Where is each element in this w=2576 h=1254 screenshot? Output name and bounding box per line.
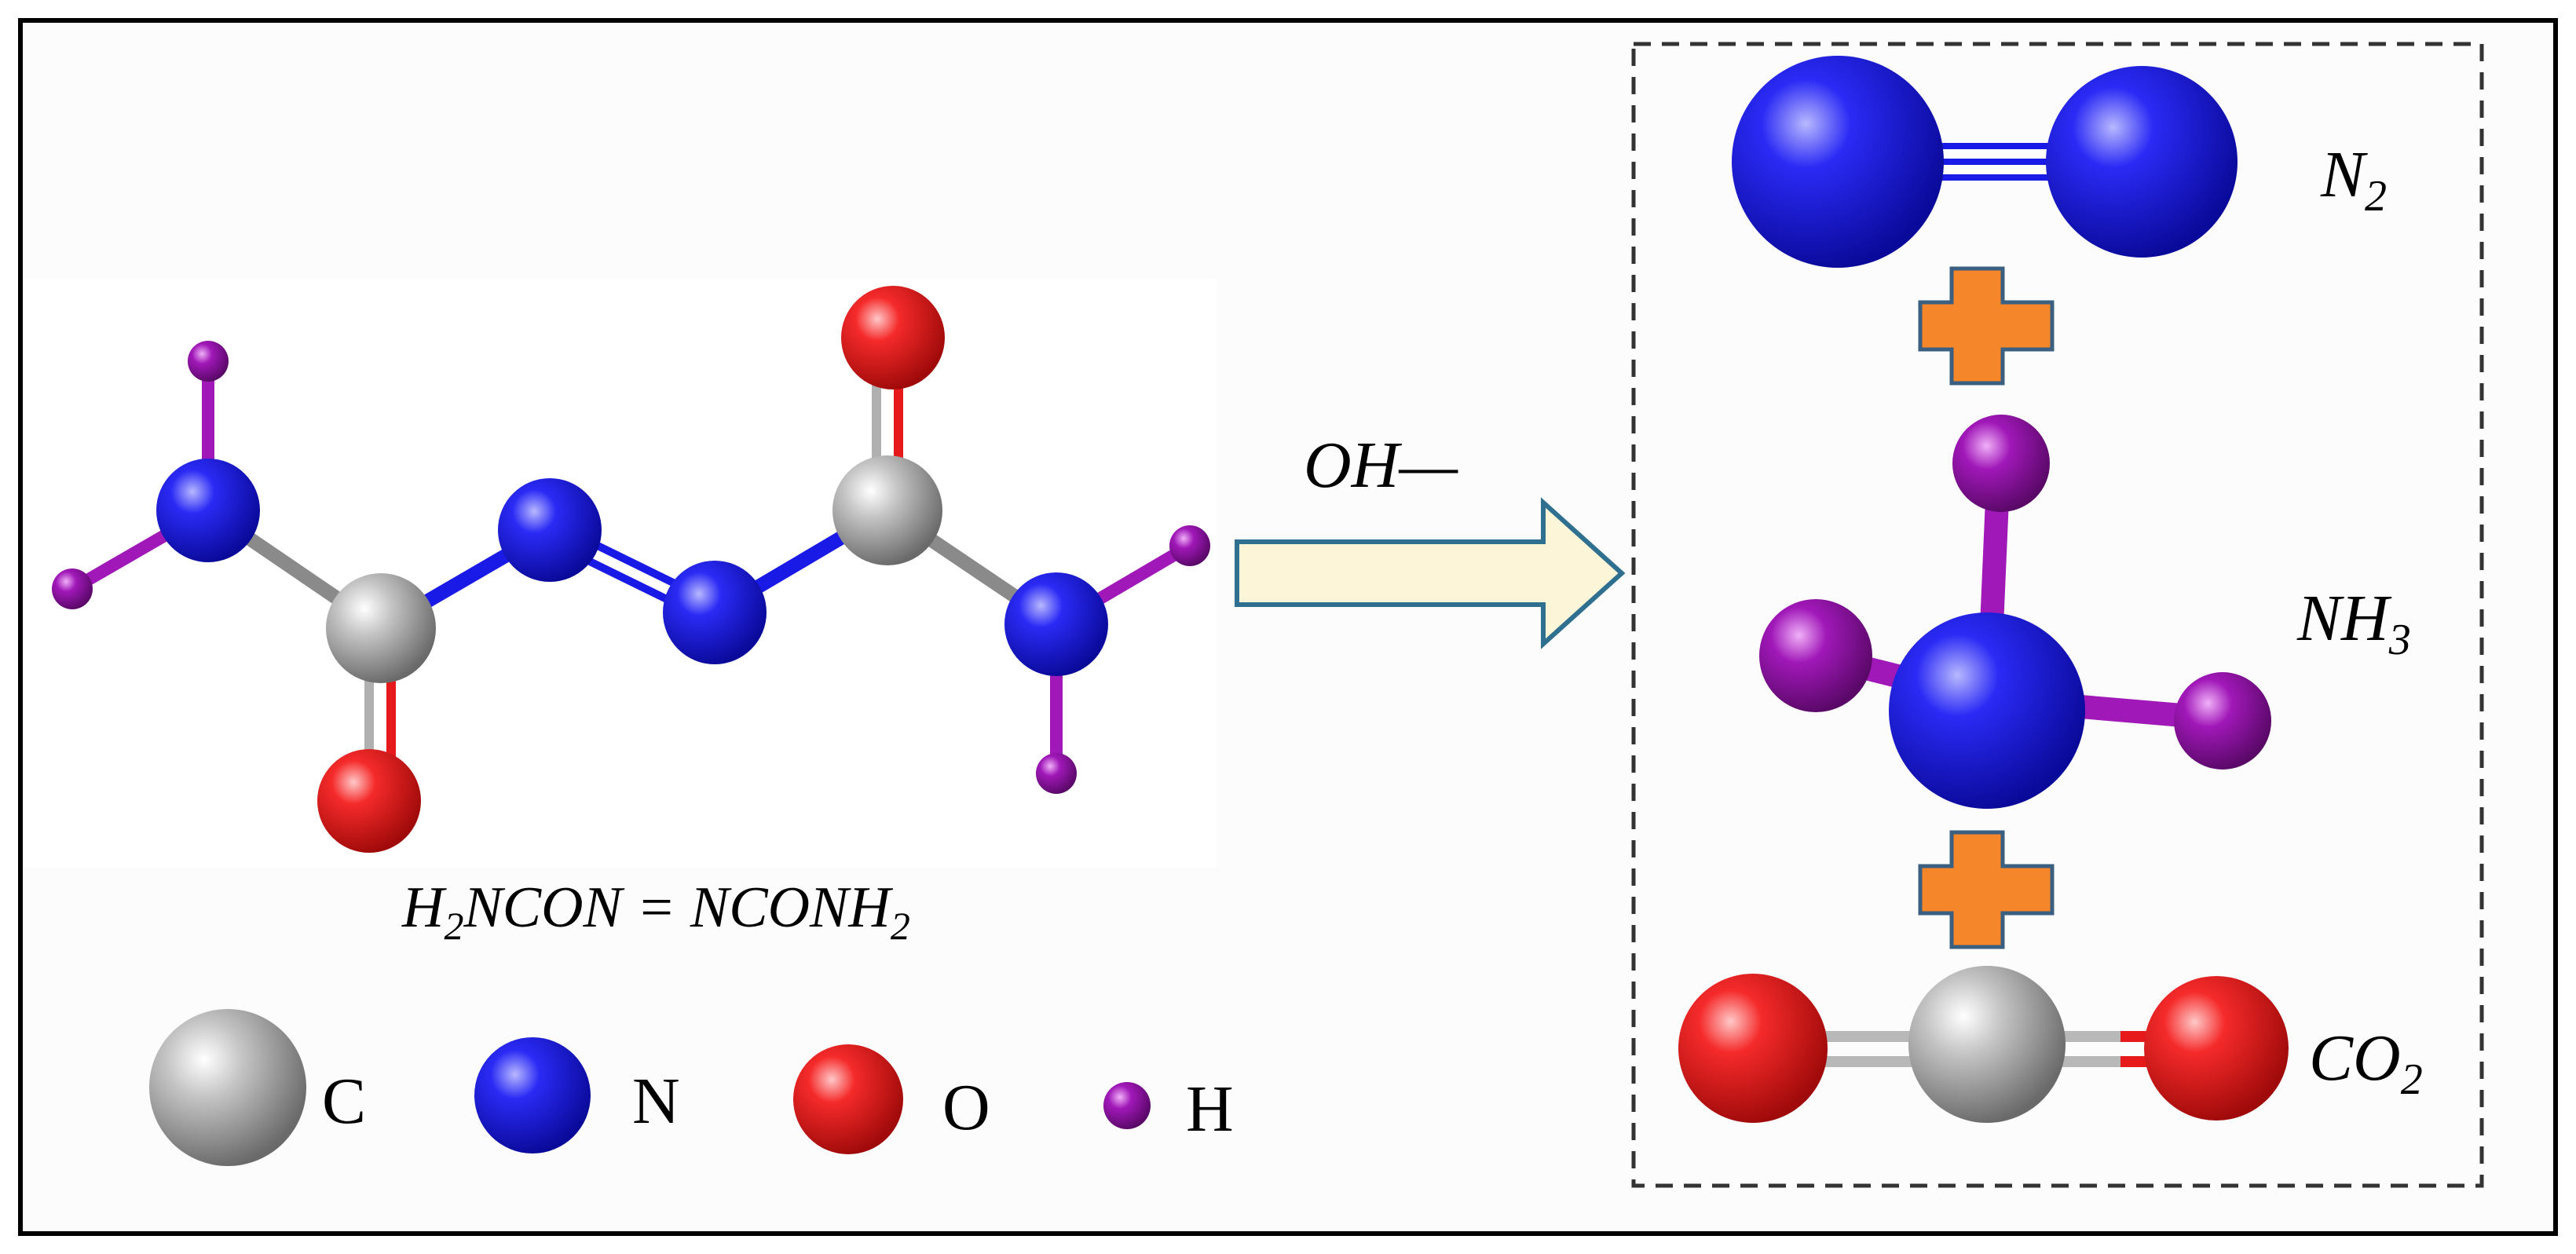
carbon-atom [326,573,436,683]
co2-formula: CO2 [2309,1022,2423,1104]
hydrogen-atom [1169,525,1210,566]
nitrogen-atom [663,561,767,664]
carbon-atom [1908,966,2066,1123]
hydrogen-atom [1952,415,2050,512]
hydrogen-atom [52,569,93,609]
legend-nitrogen-swatch [474,1037,591,1153]
co2-formula-part: CO [2309,1022,2401,1095]
reactant-formula-part: H [401,876,447,940]
n2-molecule [1732,56,2238,268]
azodicarbonamide-molecule [52,286,1210,853]
plus-sign [1918,266,2055,386]
plus-sign [1918,830,2055,949]
nitrogen-atom [1889,612,2085,809]
co2-formula-subscript: 2 [2401,1055,2423,1104]
outer-frame [18,18,2558,1236]
nitrogen-atom [2046,66,2238,258]
n2-formula-subscript: 2 [2365,172,2387,221]
products-box [1631,42,2484,1188]
reactant-formula-part: NCON = NCONH [463,876,893,940]
reactant-formula-subscript: 2 [444,904,463,948]
carbon-atom [832,455,942,565]
nh3-formula-subscript: 3 [2388,616,2411,664]
legend-hydrogen-label: H [1186,1073,1234,1146]
nitrogen-atom [156,459,260,562]
hydrogen-atom [188,341,229,382]
hydrogen-atom [1036,753,1077,794]
oxygen-atom [841,286,945,389]
reagent-label: OH— [1304,429,1458,502]
oxygen-atom [2144,976,2289,1121]
n2-formula-part: N [2320,138,2368,211]
legend-carbon-label: C [322,1065,366,1138]
reaction-arrow [1235,497,1626,649]
legend-oxygen-swatch [793,1044,903,1154]
nh3-formula-part: NH [2296,582,2392,655]
nitrogen-atom [498,478,602,582]
legend-nitrogen-label: N [632,1065,680,1138]
legend-hydrogen-swatch [1103,1082,1151,1129]
nitrogen-atom [1732,56,1944,268]
element-legend: C N O H [149,1009,1234,1166]
co2-molecule [1678,966,2289,1123]
reactant-formula: H2NCON = NCONH2 [401,876,910,948]
hydrogen-atom [2174,672,2271,770]
nh3-formula: NH3 [2296,582,2411,664]
oxygen-atom [317,749,421,853]
legend-oxygen-label: O [942,1071,990,1144]
hydrogen-atom [1759,599,1872,712]
n2-formula: N2 [2320,138,2387,221]
reactant-formula-subscript: 2 [891,904,910,948]
nitrogen-atom [1004,572,1108,676]
nh3-molecule [1759,415,2271,809]
legend-carbon-swatch [149,1009,306,1166]
oxygen-atom [1678,974,1828,1123]
